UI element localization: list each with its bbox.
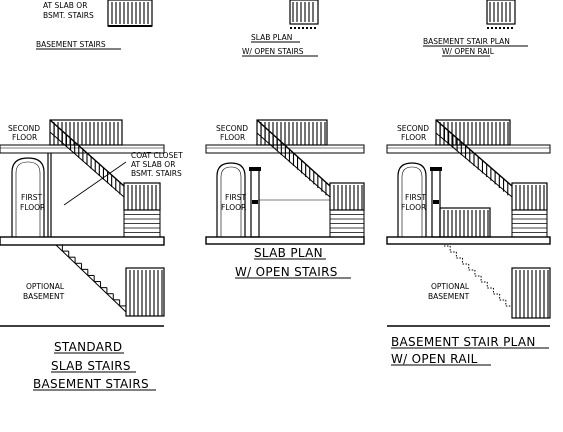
top-left-thumbnail: AT SLAB OR BSMT. STAIRS BASEMENT STAIRS xyxy=(36,0,153,50)
slab-caption-line1: SLAB PLAN xyxy=(254,246,323,260)
top-mid-thumbnail: SLAB PLAN W/ OPEN STAIRS xyxy=(242,0,319,57)
standard-caption-line3: BASEMENT STAIRS xyxy=(33,377,149,391)
left-first-floor-line2: FLOOR xyxy=(20,203,45,212)
standard-caption-line1: STANDARD xyxy=(54,340,122,354)
top-right-caption-line1: BASEMENT STAIR PLAN xyxy=(423,37,510,46)
mid-first-floor-line1: FIRST xyxy=(225,193,246,202)
panel-standard: SECOND FLOOR FIRST FLOOR COAT CLOSET AT … xyxy=(0,119,183,391)
mid-second-floor-line1: SECOND xyxy=(216,124,248,133)
top-left-caption: BASEMENT STAIRS xyxy=(36,40,106,49)
panel-basement-open-rail: SECOND FLOOR FIRST FLOOR OPTIONAL BASEME… xyxy=(386,119,551,366)
top-left-note-line2: BSMT. STAIRS xyxy=(43,11,94,20)
left-optional-line1: OPTIONAL xyxy=(26,282,65,291)
top-right-thumbnail: BASEMENT STAIR PLAN W/ OPEN RAIL xyxy=(423,0,528,57)
left-second-floor-line1: SECOND xyxy=(8,124,40,133)
right-first-floor-line1: FIRST xyxy=(405,193,426,202)
coat-closet-line3: BSMT. STAIRS xyxy=(131,169,182,178)
top-mid-caption-line2: W/ OPEN STAIRS xyxy=(242,47,304,56)
panel-slab-plan: SECOND FLOOR FIRST FLOOR SLAB PLAN W/ OP… xyxy=(205,119,365,279)
right-second-floor-line1: SECOND xyxy=(397,124,429,133)
top-right-caption-line2: W/ OPEN RAIL xyxy=(442,47,495,56)
standard-caption-line2: SLAB STAIRS xyxy=(51,359,131,373)
top-left-note-line1: AT SLAB OR xyxy=(43,1,87,10)
basement-caption-line1: BASEMENT STAIR PLAN xyxy=(391,335,536,349)
basement-caption-line2: W/ OPEN RAIL xyxy=(391,352,478,366)
top-mid-caption-line1: SLAB PLAN xyxy=(251,33,292,42)
coat-closet-line1: COAT CLOSET xyxy=(131,151,183,160)
left-first-floor-line1: FIRST xyxy=(21,193,42,202)
coat-closet-line2: AT SLAB OR xyxy=(131,160,175,169)
right-second-floor-line2: FLOOR xyxy=(401,133,426,142)
slab-caption-line2: W/ OPEN STAIRS xyxy=(235,265,338,279)
left-second-floor-line2: FLOOR xyxy=(12,133,37,142)
left-optional-line2: BASEMENT xyxy=(23,292,65,301)
right-optional-line1: OPTIONAL xyxy=(431,282,470,291)
mid-second-floor-line2: FLOOR xyxy=(220,133,245,142)
mid-first-floor-line2: FLOOR xyxy=(221,203,246,212)
right-first-floor-line2: FLOOR xyxy=(401,203,426,212)
right-optional-line2: BASEMENT xyxy=(428,292,470,301)
